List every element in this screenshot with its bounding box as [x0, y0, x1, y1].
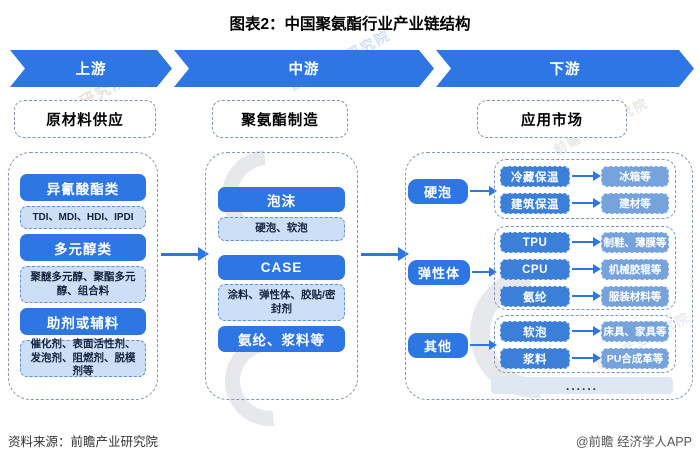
upstream-detail-polyols: 聚醚多元醇、聚酯多元醇、组合料 [20, 266, 146, 303]
downstream-more-ellipsis: ...... [491, 377, 673, 394]
downstream-container [405, 152, 693, 400]
stage-label-midstream: 中游 [288, 62, 320, 78]
downstream-subgroup-rigid-foam [494, 159, 676, 219]
section-header-pu-manufacturing: 聚氨酯制造 [212, 100, 348, 138]
arrow-spandex [572, 291, 601, 301]
arrow-other-to-group [470, 340, 497, 350]
stage-label-upstream: 上游 [75, 62, 107, 78]
downstream-category-rigid-foam: 硬泡 [408, 179, 468, 204]
upstream-detail-additives: 催化剂、表面活性剂、发泡剂、阻燃剂、脱模剂等 [20, 338, 146, 377]
midstream-detail-case: 涂料、弹性体、胶贴/密封剂 [218, 284, 345, 321]
app-box-building-insulation: 建筑保温 [500, 193, 570, 214]
upstream-group-additives: 助剂或辅料 [20, 308, 146, 335]
midstream-detail-foam: 硬泡、软泡 [218, 217, 345, 241]
source-note: 资料来源：前瞻产业研究院 [8, 435, 159, 449]
arrow-flexible-foam [572, 326, 601, 336]
app-box-cpu: CPU [500, 259, 570, 280]
app-box-slurry: 浆料 [500, 348, 570, 369]
downstream-category-elastomer: 弹性体 [408, 260, 470, 285]
page-title: 图表2：中国聚氨酯行业产业链结构 [229, 16, 471, 33]
arrow-elastomer-to-group [472, 267, 497, 277]
downstream-subgroup-other [494, 315, 676, 373]
app-box-flexible-foam: 软泡 [500, 321, 570, 342]
stage-arrow-downstream: 下游 [436, 50, 694, 87]
upstream-group-polyols: 多元醇类 [20, 234, 146, 261]
arrow-slurry [572, 353, 601, 363]
product-box-machine-rollers: 机械胶辊等 [601, 259, 669, 280]
flow-arrow-upstream-to-midstream [161, 247, 209, 261]
product-box-building-materials: 建材等 [601, 193, 669, 214]
arrow-cold-storage [572, 171, 601, 181]
app-box-cold-storage: 冷藏保温 [500, 166, 570, 187]
downstream-subgroup-elastomer [494, 226, 676, 310]
arrow-cpu [572, 264, 601, 274]
midstream-group-foam: 泡沫 [218, 187, 345, 212]
stage-arrow-midstream: 中游 [174, 50, 434, 87]
arrow-tpu [572, 237, 601, 247]
app-box-spandex: 氨纶 [500, 286, 570, 307]
product-box-bedding-furniture: 床具、家具等 [601, 321, 669, 342]
app-box-tpu: TPU [500, 232, 570, 253]
credit-note: @前瞻 经济学人APP [575, 435, 692, 449]
section-header-application-market: 应用市场 [477, 100, 627, 138]
midstream-group-case: CASE [218, 255, 345, 280]
product-box-pu-synthetic-leather: PU合成革等 [601, 348, 669, 369]
flow-arrow-midstream-to-downstream [361, 247, 409, 261]
stage-arrow-upstream: 上游 [10, 50, 172, 87]
product-box-apparel-materials: 服装材料等 [601, 286, 669, 307]
arrow-rigid-foam-to-group [470, 186, 497, 196]
upstream-detail-isocyanates: TDI、MDI、HDI、IPDI [20, 206, 146, 229]
section-header-raw-materials: 原材料供应 [14, 100, 156, 138]
upstream-group-isocyanates: 异氰酸酯类 [20, 174, 146, 201]
product-box-refrigerators: 冰箱等 [601, 166, 669, 187]
product-box-shoes-films: 制鞋、薄膜等 [601, 232, 669, 253]
midstream-group-spandex-slurry: 氨纶、浆料等 [218, 326, 345, 352]
stage-label-downstream: 下游 [549, 62, 581, 78]
midstream-container [205, 152, 358, 400]
upstream-container [8, 152, 158, 400]
arrow-building-insulation [572, 198, 601, 208]
downstream-category-other: 其他 [408, 333, 468, 358]
